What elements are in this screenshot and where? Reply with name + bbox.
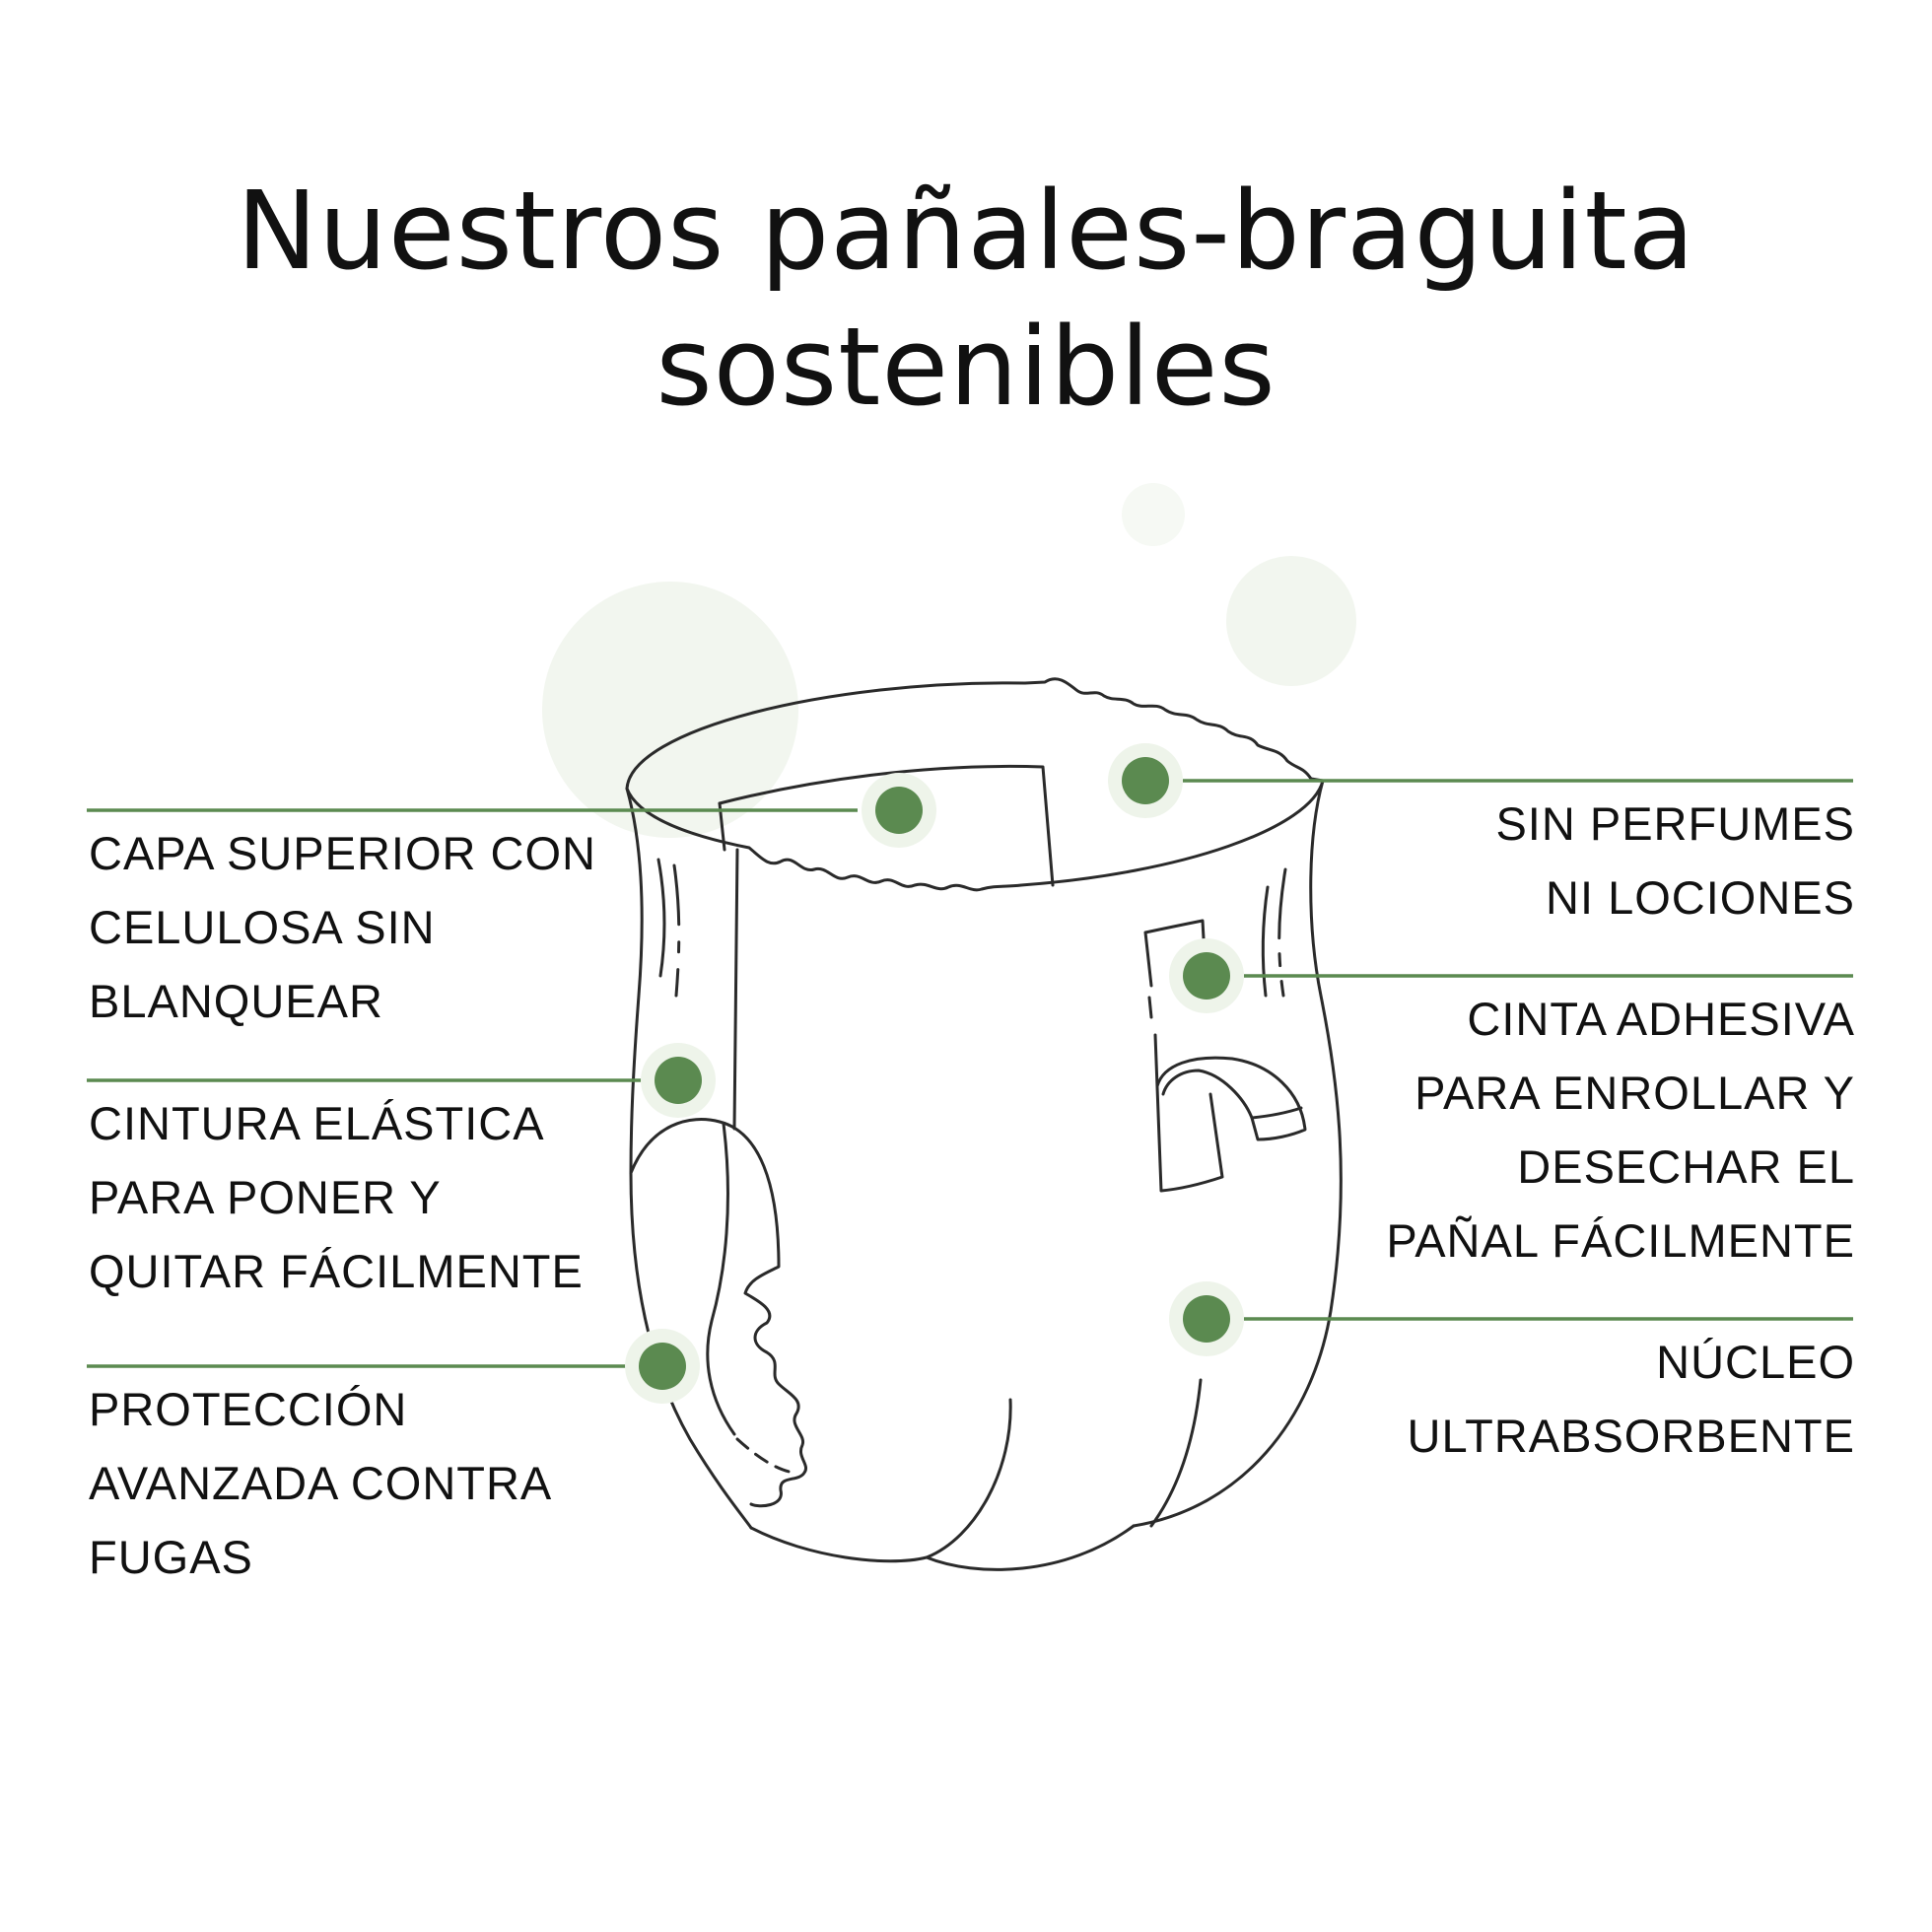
callout-dot-no-perfumes: [1108, 743, 1183, 818]
left-cuff-dash: [735, 1437, 796, 1475]
callout-elastic-waist-line-1: CINTURA ELÁSTICA: [89, 1097, 545, 1149]
callout-leak-protection-line-2: AVANZADA CONTRA: [89, 1457, 553, 1509]
callout-no-perfumes-line-1: SIN PERFUMES: [1495, 797, 1855, 850]
left-elastic-line-1: [656, 858, 666, 978]
callout-dots: [625, 743, 1244, 1404]
callout-dot-elastic-waist: [641, 1043, 716, 1118]
callout-leak-protection-line-1: PROTECCIÓN: [89, 1383, 408, 1435]
background-blob-medium: [1226, 556, 1356, 686]
callout-dot-leak-protection: [625, 1329, 700, 1404]
right-elastic-line-1: [1261, 885, 1270, 998]
callout-dot-absorbent-core: [1169, 1281, 1244, 1356]
callout-elastic-waist-line-3: QUITAR FÁCILMENTE: [89, 1245, 584, 1297]
inner-back-panel: [718, 764, 1055, 887]
callout-top-layer-line-2: CELULOSA SIN: [89, 901, 436, 953]
callout-leak-protection: PROTECCIÓN AVANZADA CONTRA FUGAS: [89, 1372, 552, 1594]
left-side-outline: [625, 787, 644, 1175]
callout-dot-adhesive-tape: [1169, 938, 1244, 1013]
callout-adhesive-tape-line-4: PAÑAL FÁCILMENTE: [1386, 1214, 1855, 1267]
callout-top-layer-line-1: CAPA SUPERIOR CON: [89, 827, 596, 879]
center-fold: [925, 1398, 1012, 1559]
left-leg-cuff: [629, 1118, 807, 1508]
callout-adhesive-tape-line-2: PARA ENROLLAR Y: [1414, 1067, 1855, 1119]
page-title-line-1: Nuestros pañales-braguita: [236, 168, 1696, 294]
callout-no-perfumes: SIN PERFUMES NI LOCIONES: [1495, 787, 1855, 934]
adhesive-tape-loop: [1155, 1056, 1307, 1141]
left-vertical-seam: [732, 848, 739, 1131]
adhesive-tape-dash: [1147, 996, 1153, 1019]
callout-absorbent-core-line-1: NÚCLEO: [1656, 1336, 1855, 1388]
diaper-illustration: [625, 677, 1343, 1571]
callout-absorbent-core-line-2: ULTRABSORBENTE: [1407, 1410, 1855, 1462]
callout-top-layer-line-3: BLANQUEAR: [89, 975, 383, 1027]
adhesive-tape-strip: [1143, 919, 1224, 1193]
background-blob-large: [542, 582, 798, 838]
callout-elastic-waist: CINTURA ELÁSTICA PARA PONER Y QUITAR FÁC…: [89, 1086, 584, 1308]
right-lower-inner: [1149, 1378, 1203, 1528]
callout-adhesive-tape-line-3: DESECHAR EL: [1517, 1140, 1855, 1193]
adhesive-tape-tab: [1250, 1106, 1303, 1120]
callout-top-layer: CAPA SUPERIOR CON CELULOSA SIN BLANQUEAR: [89, 816, 596, 1038]
right-elastic-line-2: [1277, 867, 1287, 998]
right-side-outline: [1132, 779, 1343, 1528]
callout-adhesive-tape: CINTA ADHESIVA PARA ENROLLAR Y DESECHAR …: [1386, 982, 1855, 1277]
left-lower-outline: [629, 1171, 753, 1530]
callout-dot-top-layer: [862, 773, 936, 848]
callout-adhesive-tape-line-1: CINTA ADHESIVA: [1467, 993, 1855, 1045]
callout-absorbent-core: NÚCLEO ULTRABSORBENTE: [1408, 1325, 1856, 1473]
waist-rim-front: [625, 779, 1325, 892]
left-elastic-line-2: [672, 863, 681, 998]
callout-leak-protection-line-3: FUGAS: [89, 1531, 253, 1583]
background-blob-small: [1122, 483, 1185, 546]
callout-lines: [87, 779, 1853, 1368]
callout-no-perfumes-line-2: NI LOCIONES: [1546, 871, 1855, 924]
callout-elastic-waist-line-2: PARA PONER Y: [89, 1171, 442, 1223]
left-cuff-inner: [706, 1122, 736, 1436]
page-title: Nuestros pañales-braguita sostenibles: [0, 163, 1932, 435]
waist-rim-back: [625, 677, 1325, 791]
page-title-line-2: sostenibles: [656, 304, 1276, 430]
background-blobs: [542, 483, 1356, 838]
